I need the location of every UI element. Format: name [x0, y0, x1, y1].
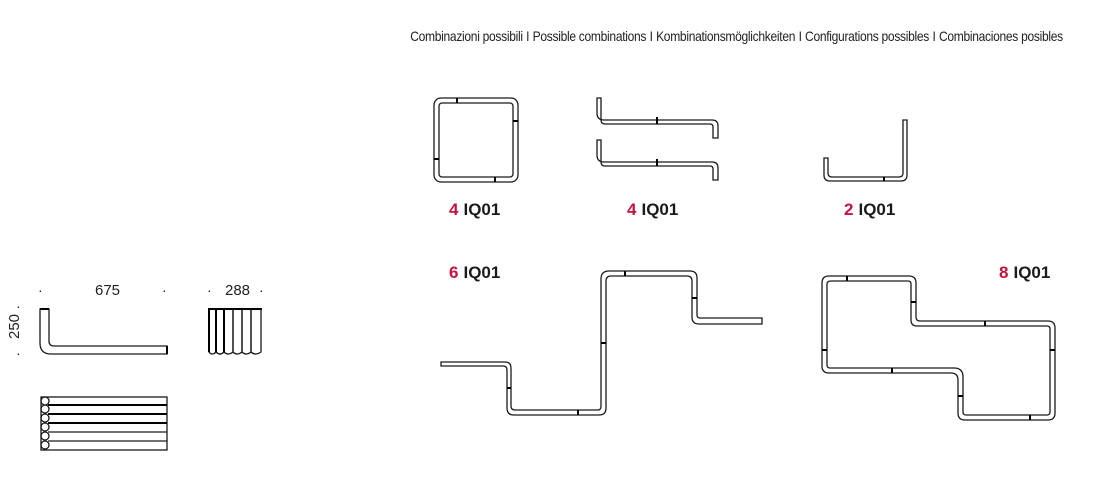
dimension-depth: 288 [225, 282, 251, 299]
combination-count: 4 [627, 200, 637, 219]
dimension-dot: · [16, 298, 21, 314]
combination-count: 2 [844, 200, 854, 219]
dimension-dot: · [207, 282, 212, 298]
combination-u-diagram [823, 119, 908, 182]
title-de: Kombinationsmöglichkeiten [656, 28, 796, 44]
dimension-dot: · [162, 282, 167, 298]
combination-model: IQ01 [463, 263, 501, 282]
dimension-dot: · [16, 345, 21, 361]
combination-model: IQ01 [641, 200, 679, 219]
product-top-view [40, 396, 168, 451]
separator: I [649, 28, 653, 44]
separator: I [798, 28, 802, 44]
separator: I [526, 28, 530, 44]
title-en: Possible combinations [532, 28, 647, 44]
combination-wave-diagram [440, 270, 763, 416]
combination-model: IQ01 [463, 200, 501, 219]
combination-count: 4 [449, 200, 459, 219]
title-it: Combinazioni possibili [410, 28, 523, 44]
product-side-view [39, 308, 168, 355]
dimension-width: 675 [95, 282, 121, 299]
combination-square-diagram [433, 97, 519, 183]
product-front-view [208, 308, 262, 355]
separator: I [932, 28, 936, 44]
combination-loop-diagram [821, 275, 1056, 421]
combination-count: 6 [449, 263, 459, 282]
combination-count: 8 [999, 263, 1009, 282]
combination-parallel-diagram [596, 97, 719, 181]
dimension-dot: · [38, 282, 43, 298]
title-fr: Configurations possibles [805, 28, 930, 44]
title-es: Combinaciones posibles [939, 28, 1063, 44]
dimension-dot: · [259, 282, 264, 298]
combination-model: IQ01 [1013, 263, 1051, 282]
combination-model: IQ01 [858, 200, 896, 219]
